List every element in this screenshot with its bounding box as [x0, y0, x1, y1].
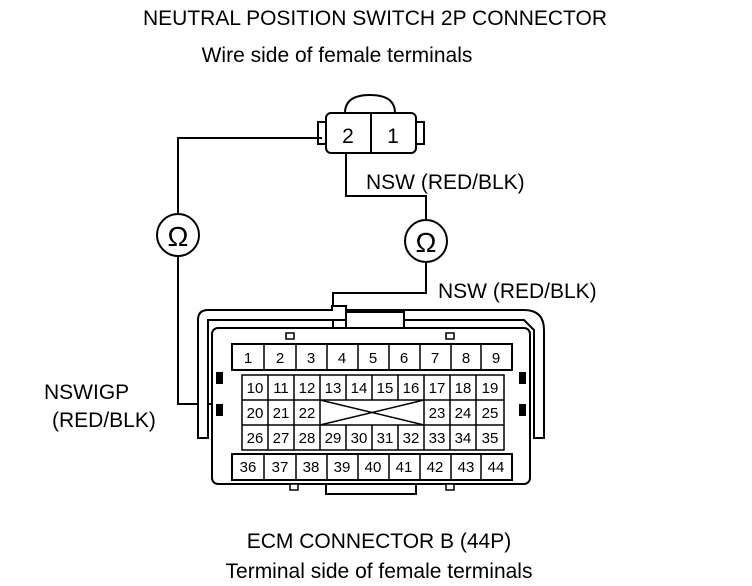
ecm-pin: 17 — [429, 380, 446, 397]
ecm-pin: 7 — [431, 350, 439, 367]
blank-cavity-cross — [319, 399, 425, 426]
ecm-pin: 3 — [307, 350, 315, 367]
ecm-pin: 44 — [488, 459, 505, 476]
ecm-pin: 36 — [240, 459, 257, 476]
ecm-pin: 2 — [276, 350, 284, 367]
nsw-label-upper: NSW (RED/BLK) — [366, 171, 525, 194]
ecm-pin: 33 — [429, 430, 446, 447]
ecm-pin: 1 — [244, 350, 252, 367]
ecm-pin: 23 — [429, 405, 446, 422]
ecm-pin: 11 — [273, 380, 289, 397]
ecm-pin: 16 — [403, 380, 420, 397]
switch-connector-subtitle: Wire side of female terminals — [202, 44, 473, 67]
connector-latch — [344, 93, 396, 114]
ecm-pin: 24 — [455, 405, 472, 422]
ecm-pin: 19 — [482, 380, 499, 397]
ecm-connector-subtitle: Terminal side of female terminals — [226, 560, 533, 583]
ecm-pin: 8 — [462, 350, 470, 367]
ecm-pin: 42 — [427, 459, 444, 476]
ecm-pin: 29 — [325, 430, 342, 447]
ecm-pin: 14 — [351, 380, 368, 397]
switch-terminal-1: 1 — [387, 125, 399, 148]
ecm-pin: 28 — [299, 430, 316, 447]
left-ohmmeter: Ω — [156, 213, 200, 257]
ecm-bottom-key — [325, 483, 417, 495]
ecm-pin: 37 — [272, 459, 289, 476]
ecm-pin: 38 — [303, 459, 320, 476]
ohm-icon: Ω — [416, 227, 437, 258]
ohm-icon: Ω — [168, 221, 189, 252]
nswigp-label: NSWIGP — [44, 381, 129, 404]
ecm-pin: 10 — [247, 380, 264, 397]
ecm-pin: 15 — [377, 380, 394, 397]
ecm-pin: 35 — [482, 430, 499, 447]
ecm-connector-title: ECM CONNECTOR B (44P) — [247, 530, 511, 553]
ecm-row-1: 1 2 3 4 5 6 7 8 9 — [231, 343, 513, 371]
ecm-pin: 12 — [299, 380, 316, 397]
nsw-label-lower: NSW (RED/BLK) — [438, 280, 597, 303]
wire-terminal1-to-right-meter — [345, 153, 427, 220]
ecm-pin: 21 — [273, 405, 290, 422]
ecm-pin: 41 — [396, 459, 413, 476]
ecm-pin: 40 — [365, 459, 382, 476]
ecm-pin: 39 — [334, 459, 351, 476]
ecm-pin: 6 — [400, 350, 408, 367]
ecm-pin: 13 — [325, 380, 342, 397]
ecm-pin: 43 — [458, 459, 475, 476]
ecm-pin: 20 — [247, 405, 264, 422]
nswigp-color-label: (RED/BLK) — [52, 409, 156, 432]
switch-connector-title: NEUTRAL POSITION SWITCH 2P CONNECTOR — [143, 7, 607, 30]
switch-connector: 2 1 — [317, 93, 425, 154]
ecm-pin: 5 — [369, 350, 377, 367]
ecm-pin: 4 — [338, 350, 346, 367]
ecm-outer-shell — [197, 305, 545, 439]
switch-terminal-2: 2 — [342, 125, 354, 148]
ecm-pin: 27 — [273, 430, 290, 447]
ecm-pin: 30 — [351, 430, 368, 447]
ecm-pin: 22 — [299, 405, 316, 422]
ecm-pin: 25 — [482, 405, 499, 422]
ecm-pin: 18 — [455, 380, 472, 397]
ecm-pin: 9 — [492, 350, 500, 367]
ecm-row-5: 36 37 38 39 40 41 42 43 44 — [231, 453, 513, 481]
ecm-middle-grid: 10 11 12 13 14 15 16 17 18 19 20 21 22 2… — [241, 374, 505, 451]
ecm-pin: 32 — [403, 430, 420, 447]
ecm-pin: 26 — [247, 430, 264, 447]
right-ohmmeter: Ω — [404, 219, 448, 263]
ecm-pin: 34 — [455, 430, 472, 447]
ecm-pin: 31 — [377, 430, 394, 447]
wire-terminal2-to-left-meter — [177, 137, 322, 214]
